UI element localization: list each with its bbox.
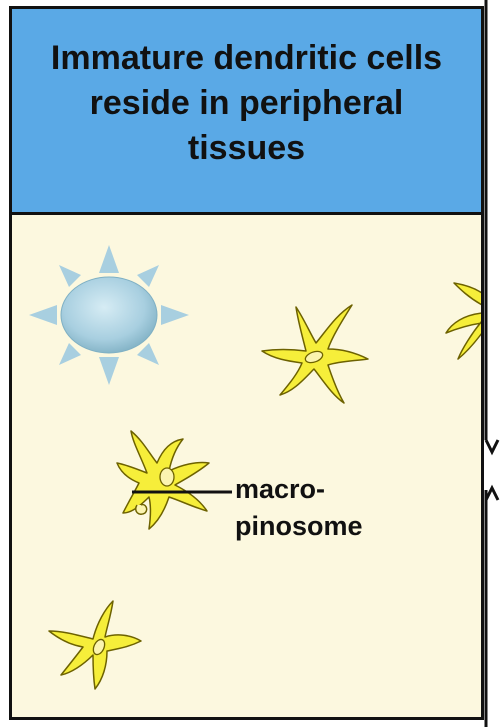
dendritic-cell-icon: [262, 305, 368, 403]
dendritic-cell-icon: [446, 283, 481, 359]
diagram-panel: Immature dendritic cells reside in perip…: [9, 6, 484, 720]
dendritic-cell-icon: [49, 601, 141, 689]
pathogen-icon: [29, 245, 189, 385]
peripheral-tissue-area: macro- pinosome: [12, 215, 481, 720]
header-box: Immature dendritic cells reside in perip…: [12, 9, 481, 215]
page-title: Immature dendritic cells reside in perip…: [22, 36, 472, 171]
macropinosome-label-line1: macro-: [235, 472, 325, 506]
macropinosome-icon: [136, 505, 147, 515]
tissue-scene: [12, 215, 481, 720]
macropinosome-label-line2: pinosome: [235, 509, 363, 543]
adjacent-panel-edge: [484, 0, 502, 727]
dendritic-cell-icon: [117, 431, 209, 529]
